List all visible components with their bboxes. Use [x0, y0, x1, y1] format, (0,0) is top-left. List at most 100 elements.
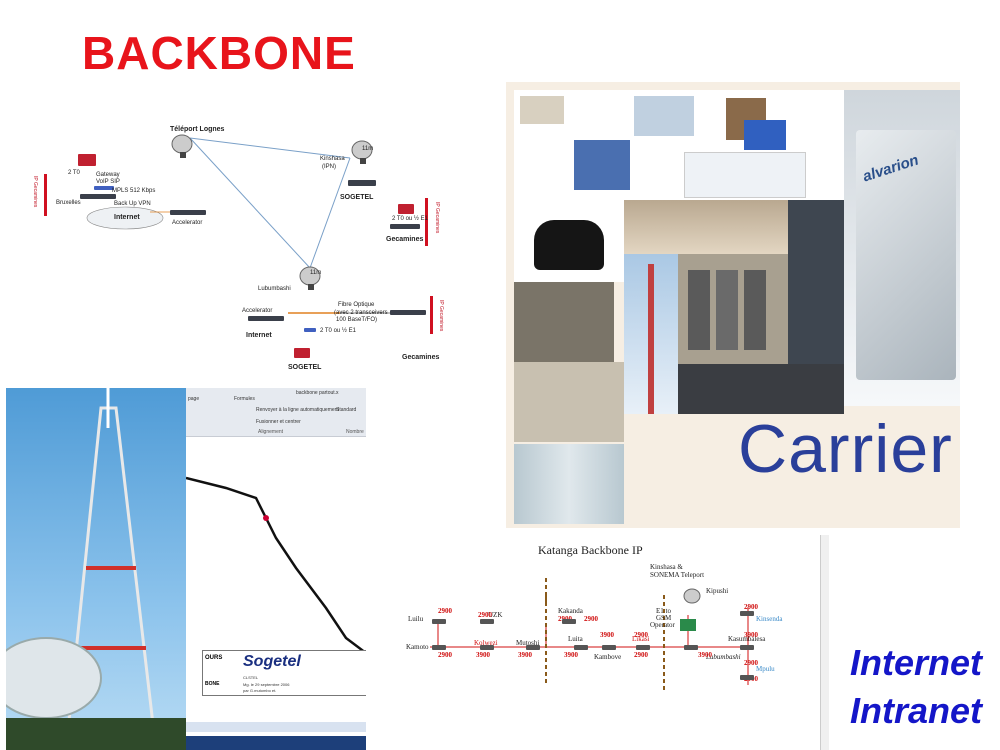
router-device [480, 619, 494, 624]
link-value: 3900 [476, 651, 490, 659]
satellite-dish-icon [171, 134, 193, 158]
router-device [390, 224, 420, 229]
node-sonema: SONEMA Teleport [650, 571, 705, 579]
collage-tile-equipment [678, 364, 844, 414]
scrollbar[interactable] [186, 722, 366, 732]
title-block-sub: CLSTEL [243, 675, 259, 680]
router-device [480, 645, 494, 650]
router-device [432, 645, 446, 650]
accelerator-label: Accelerator [172, 220, 203, 226]
node-mutoshi: Mutoshi [516, 639, 540, 647]
internet-label: Internet [246, 332, 272, 339]
dish-size-label: 11m [362, 146, 374, 152]
collage-tile-cables [514, 444, 624, 524]
satellite-dish-icon [299, 266, 321, 290]
node-luilu: Luilu [408, 615, 424, 623]
link-value: 3900 [698, 651, 712, 659]
satellite-dish-icon [351, 140, 373, 164]
wrap-text-button[interactable]: Renvoyer à la ligne automatiquement [256, 407, 339, 413]
sogetel-label: SOGETEL [340, 194, 374, 201]
window-title: backbone partout.x [296, 390, 339, 396]
node-uzk: UZK [488, 611, 503, 619]
gateway-label: Gateway [96, 172, 120, 178]
gecamines-label: Gecamines [402, 354, 440, 361]
accelerator-label: Accelerator [242, 308, 273, 314]
switch-device [304, 328, 316, 332]
node-likasi: Likasi [632, 635, 650, 643]
scrollbar[interactable] [820, 535, 829, 750]
node-e1: E1 to [656, 607, 671, 615]
red-bar [425, 198, 428, 246]
node-gsm: GSM [656, 614, 672, 622]
gateway-device [94, 186, 114, 190]
link-value: 2900 [634, 651, 648, 659]
red-bar [44, 174, 47, 216]
link-value: 2900 [438, 651, 452, 659]
node-kinshasa: Kinshasa & [650, 563, 683, 571]
title-block-by: par G.mutombo et. [243, 688, 277, 693]
link-value: 2900 [438, 607, 452, 615]
alignment-group-label: Alignement [258, 429, 284, 435]
equipment-collage: alvarion Carrier [506, 82, 960, 528]
spreadsheet-screenshot: backbone partout.x page Formules Renvoye… [186, 388, 366, 750]
node-kipushi: Kipushi [706, 587, 729, 595]
router-device [80, 194, 116, 199]
link-value: 2900 [478, 611, 492, 619]
accelerator-device [170, 210, 206, 215]
collage-tile-device [514, 362, 624, 442]
router-device [432, 619, 446, 624]
router-device [574, 645, 588, 650]
router-device [602, 645, 616, 650]
node-kolwezi: Kolwezi [474, 639, 498, 647]
server-device [294, 348, 310, 358]
kinshasa-sub-label: (IPN) [322, 164, 336, 170]
accelerator-device [248, 316, 284, 321]
gecamines-label: Gecamines [386, 236, 424, 243]
node-kambove: Kambove [594, 653, 622, 661]
satellite-dish-icon [683, 588, 701, 604]
router-device [684, 645, 698, 650]
link-value: 2900 [584, 615, 598, 623]
internet-label: Internet [114, 214, 140, 221]
katanga-title: Katanga Backbone IP [538, 543, 643, 557]
fibre-label: Fibre Optique [338, 302, 375, 308]
e1-label: 2 T0 ou ½ E1 [392, 216, 428, 222]
e1-label: 2 T0 ou ½ E1 [320, 328, 356, 334]
collage-tile-office [514, 282, 614, 362]
baset-label: 100 BaseT/FO) [336, 317, 378, 323]
merge-center-button[interactable]: Fusionner et centrer [256, 419, 301, 425]
node-mpulu: Mpulu [756, 665, 775, 673]
server-device [78, 154, 96, 166]
teleport-label: Téléport Lognes [170, 126, 225, 133]
router-device [390, 310, 426, 315]
kinshasa-label: Kinshasa [320, 156, 345, 162]
link-value: 2900 [634, 631, 648, 639]
page-title: BACKBONE [82, 27, 356, 79]
vertical-label: IP Gecamines [438, 300, 444, 332]
collage-tile-racks [678, 254, 788, 364]
internet-label: Internet [849, 642, 982, 683]
node-operator: Operator [650, 621, 675, 629]
voip-label: VoIP SIP [96, 179, 120, 185]
collage-tile-photos [514, 90, 844, 200]
taskbar [186, 736, 366, 750]
lubumbashi-label: Lubumbashi [258, 286, 291, 292]
router-device [740, 611, 754, 616]
link-value: 2900 [744, 603, 758, 611]
link-value: 2900 [744, 659, 758, 667]
menu-formules[interactable]: Formules [234, 396, 255, 402]
link-value: 3900 [518, 651, 532, 659]
menu-page[interactable]: page [188, 396, 200, 402]
carrier-label: Carrier [738, 411, 953, 487]
link-value: 3900 [744, 631, 758, 639]
number-format-select[interactable]: Standard [336, 407, 357, 413]
node-kakanda: Kakanda [558, 607, 583, 615]
bruxelles-label: Bruxelles [56, 200, 81, 206]
backup-label: Back Up VPN [114, 201, 151, 207]
title-block-bone: BONE [205, 681, 220, 687]
title-block-cols: OURS [205, 655, 223, 661]
router-device [526, 645, 540, 650]
vertical-label: IP Gecamines [32, 176, 38, 208]
intranet-label: Intranet [849, 690, 982, 731]
ribbon: backbone partout.x page Formules Renvoye… [186, 388, 366, 437]
